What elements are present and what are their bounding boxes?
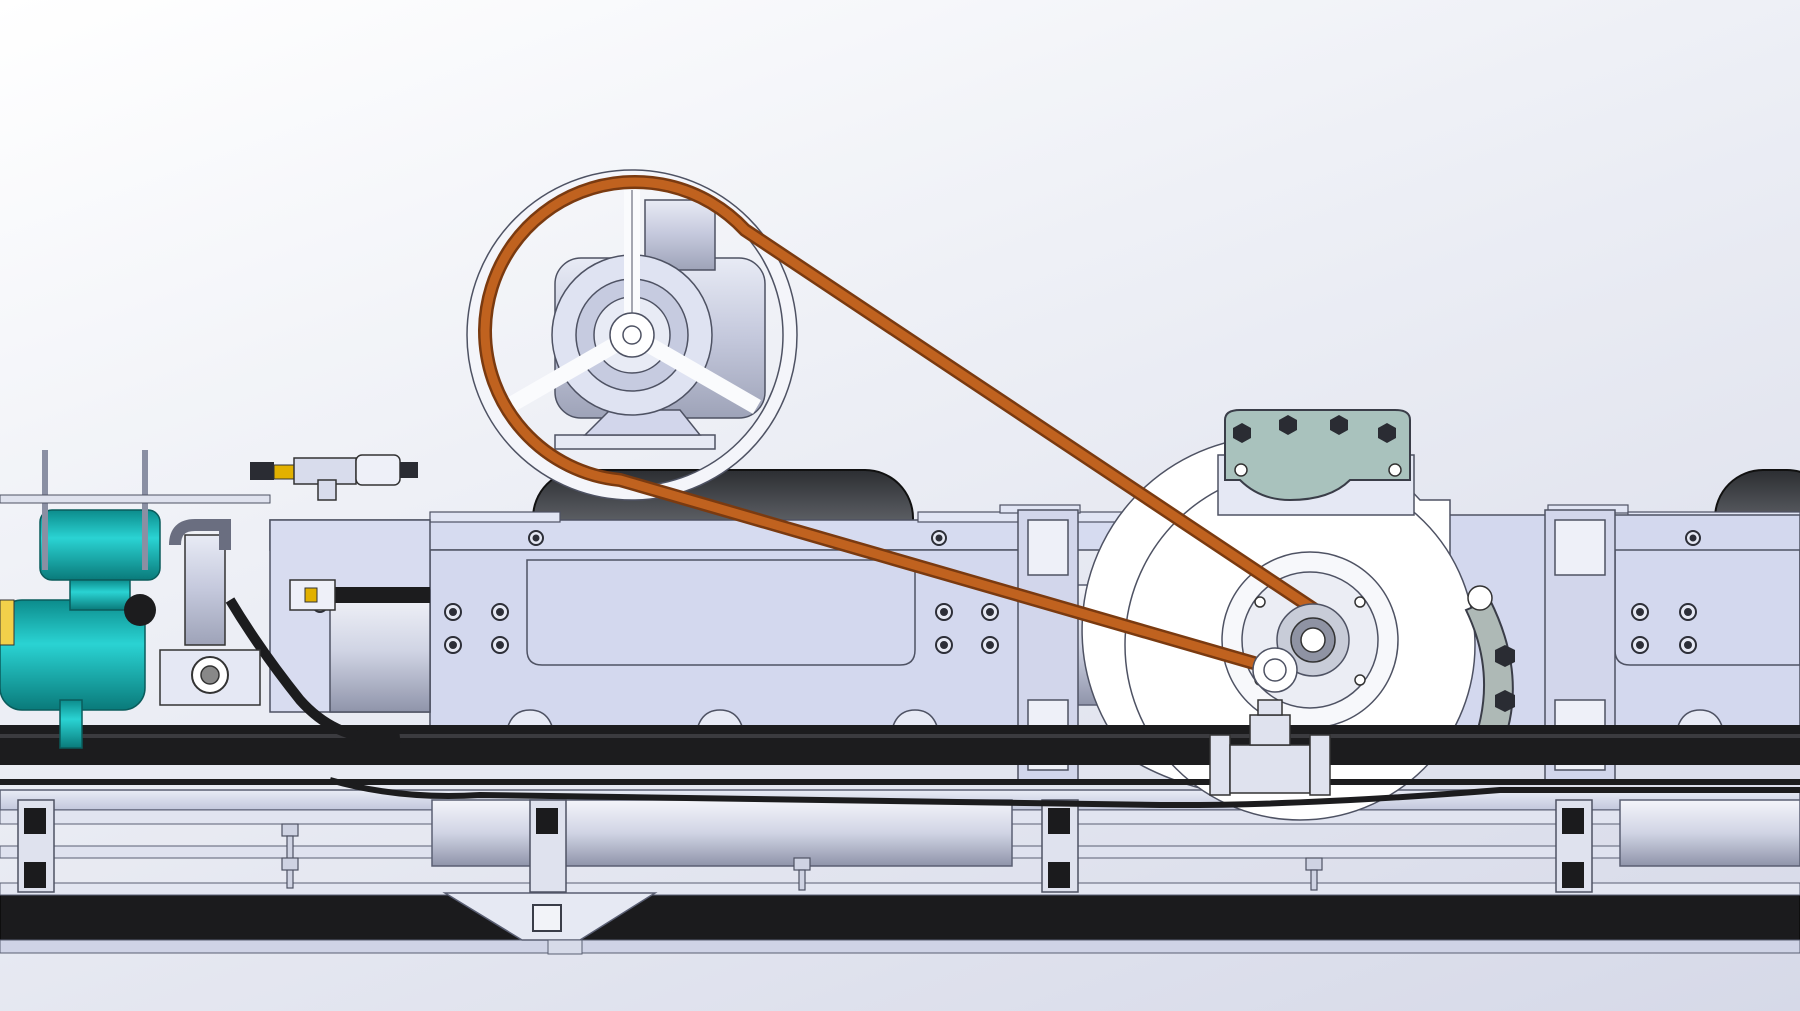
lower-cylinder-left[interactable]	[431, 799, 1013, 867]
driven-pulley-hub[interactable]	[1276, 603, 1350, 677]
pump-top-bar	[0, 494, 271, 504]
lower-cylinder-right[interactable]	[1619, 799, 1800, 867]
valve-block[interactable]	[159, 519, 336, 706]
main-pipe[interactable]	[0, 725, 1800, 809]
lower-bolts	[281, 823, 1323, 891]
pressure-sensor[interactable]	[250, 454, 418, 501]
flex-hose	[225, 587, 430, 744]
tension-arc-bracket[interactable]	[1464, 585, 1515, 753]
electric-motor[interactable]	[551, 199, 766, 450]
drive-belt[interactable]	[477, 174, 1337, 679]
pipe-tee-fitting[interactable]	[1209, 699, 1331, 796]
hydraulic-pump[interactable]	[0, 509, 161, 749]
idler-pulley[interactable]	[1252, 647, 1298, 693]
pump-rods	[42, 450, 148, 570]
mounting-plate-green[interactable]	[1217, 409, 1415, 516]
frame-posts	[17, 799, 1593, 893]
